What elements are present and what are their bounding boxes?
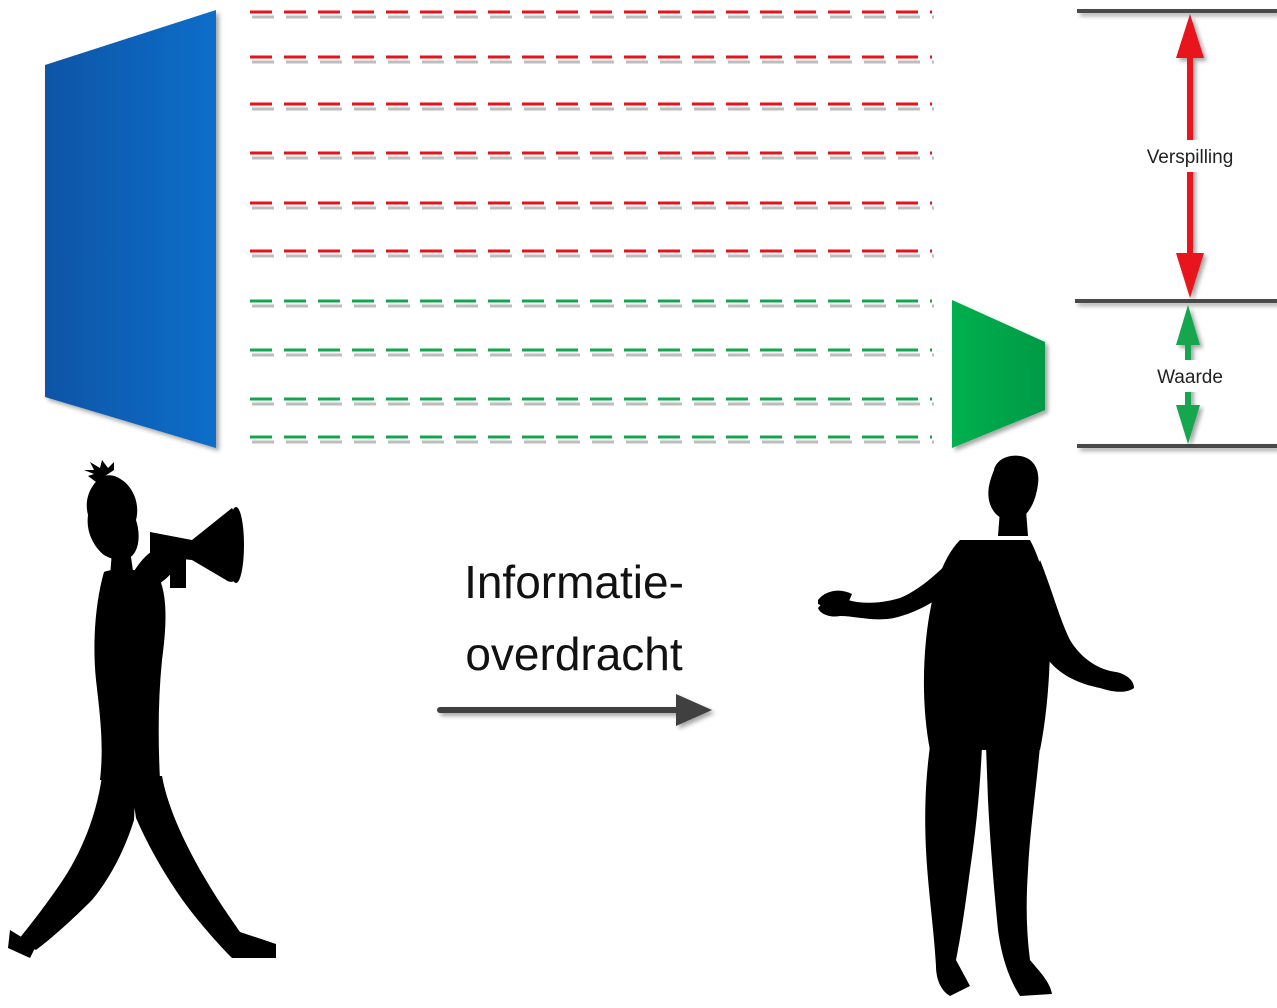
transfer-label-line2: overdracht (465, 628, 683, 680)
signal-lines (250, 10, 934, 444)
person-with-megaphone-icon (8, 460, 276, 958)
transfer-arrow (437, 694, 712, 726)
transfer-label-line1: Informatie- (464, 556, 684, 608)
value-label: Waarde (1157, 367, 1223, 388)
sender-panel (45, 10, 216, 448)
scale-lines (1075, 9, 1277, 448)
receiver-panel (952, 300, 1045, 448)
waste-label: Verspilling (1147, 147, 1234, 168)
shrugging-person-icon (818, 455, 1134, 996)
